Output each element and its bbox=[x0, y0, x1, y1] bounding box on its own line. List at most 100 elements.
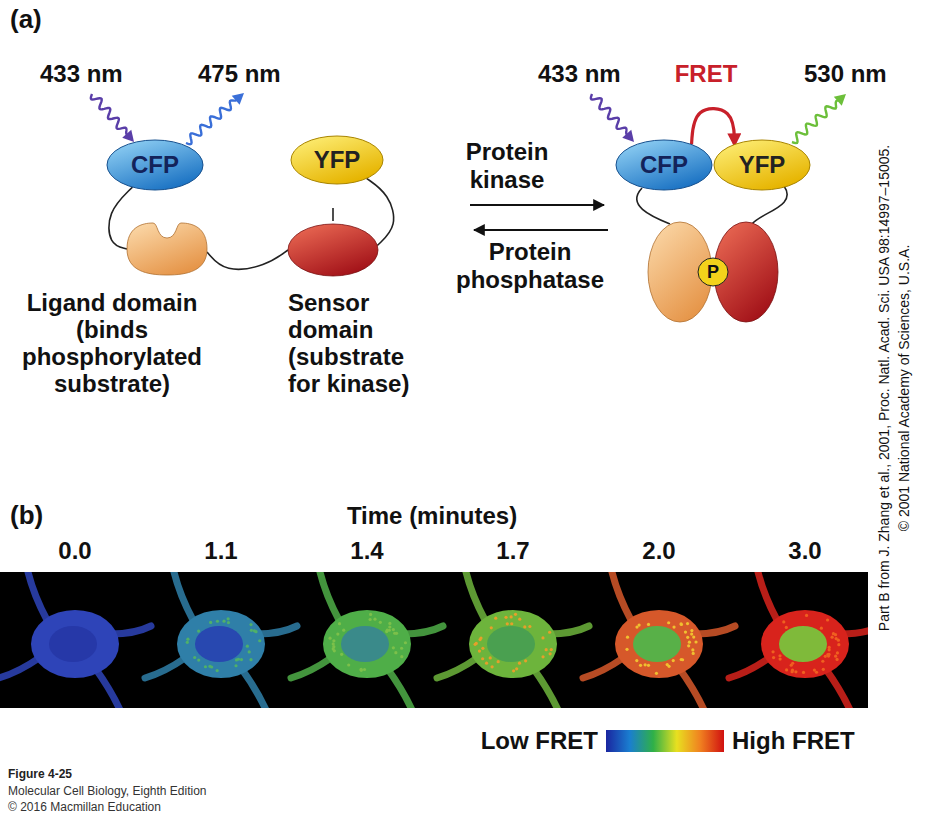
cfp-protein: CFP bbox=[106, 139, 204, 191]
phosphosite-tick bbox=[332, 208, 334, 221]
fluorescence-speck bbox=[481, 657, 484, 660]
phosphate-label: P bbox=[707, 262, 719, 282]
fluorescence-speck bbox=[832, 632, 835, 635]
fluorescence-speck bbox=[549, 652, 552, 655]
fluorescence-speck bbox=[504, 616, 507, 619]
fluorescence-speck bbox=[388, 622, 391, 625]
fluorescence-speck bbox=[216, 669, 219, 672]
ligand-domain: Ligand domain (binds phosphorylated subs… bbox=[22, 218, 202, 398]
fluorescence-speck bbox=[197, 629, 200, 632]
cell-process bbox=[319, 572, 339, 620]
fluorescence-speck bbox=[510, 622, 513, 625]
linker-line bbox=[637, 188, 670, 224]
fluorescence-speck bbox=[681, 658, 684, 661]
fluorescence-speck bbox=[541, 636, 544, 639]
fluorescence-speck bbox=[692, 635, 695, 638]
sensor-domain-group bbox=[288, 224, 378, 276]
fluorescence-speck bbox=[690, 629, 693, 632]
fluorescence-speck bbox=[379, 621, 382, 624]
fluorescence-speck bbox=[400, 647, 403, 650]
figure-caption: Figure 4-25 bbox=[8, 767, 72, 781]
fluorescence-speck bbox=[679, 622, 682, 625]
fluorescence-speck bbox=[518, 618, 521, 621]
cell-body bbox=[615, 610, 703, 678]
fluorescence-speck bbox=[248, 650, 251, 653]
fluorescence-speck bbox=[478, 650, 481, 653]
light-wave bbox=[591, 94, 628, 135]
cell-process bbox=[679, 668, 705, 708]
fluorescence-speck bbox=[686, 622, 689, 625]
source-line: © 2016 Macmillan Education bbox=[8, 800, 161, 814]
fluorescence-speck bbox=[332, 642, 335, 645]
cfp-protein: CFP bbox=[615, 139, 713, 191]
panel-letter: (a) bbox=[10, 4, 42, 35]
fluorescence-speck bbox=[237, 658, 240, 661]
light-wave bbox=[91, 94, 128, 135]
fluorescence-speck bbox=[400, 655, 403, 658]
fluorescence-speck bbox=[791, 669, 794, 672]
fluorescence-speck bbox=[394, 651, 397, 654]
fluorescence-speck bbox=[234, 664, 237, 667]
fluorescence-speck bbox=[831, 636, 834, 639]
yfp-protein-shape bbox=[291, 136, 383, 184]
ligand-domain-outline bbox=[22, 218, 202, 280]
fluorescence-speck bbox=[822, 668, 825, 671]
fluorescence-speck bbox=[336, 632, 339, 635]
fluorescence-speck bbox=[515, 667, 518, 670]
wave-arrowhead bbox=[622, 130, 634, 142]
fluorescence-speck bbox=[369, 613, 372, 616]
cell-process bbox=[403, 626, 443, 634]
fluorescence-speck bbox=[494, 617, 497, 620]
fluorescence-speck bbox=[373, 618, 376, 621]
fluorescence-speck bbox=[523, 625, 526, 628]
fluorescence-speck bbox=[828, 648, 831, 651]
fluorescence-speck bbox=[821, 660, 824, 663]
fluorescence-speck bbox=[836, 651, 839, 654]
fluorescence-speck bbox=[328, 637, 331, 640]
fluorescence-speck bbox=[227, 621, 230, 624]
fluorescence-speck bbox=[672, 625, 675, 628]
cell-process bbox=[257, 626, 297, 634]
fluorescence-speck bbox=[794, 670, 797, 673]
fluorescence-speck bbox=[635, 659, 638, 662]
fluorescence-speck bbox=[690, 632, 693, 635]
fluorescence-speck bbox=[686, 636, 689, 639]
fluorescence-speck bbox=[655, 672, 658, 675]
fluorescence-speck bbox=[497, 660, 500, 663]
fluorescence-speck bbox=[485, 662, 488, 665]
cell-body bbox=[761, 610, 849, 678]
fluorescence-speck bbox=[360, 669, 363, 672]
cell-image bbox=[291, 572, 443, 708]
fluorescence-speck bbox=[545, 648, 548, 651]
fluorescence-speck bbox=[785, 626, 788, 629]
fluorescence-speck bbox=[813, 668, 816, 671]
fluorescence-speck bbox=[644, 663, 647, 666]
cell-process bbox=[387, 668, 413, 708]
cell-process bbox=[695, 626, 735, 634]
yfp-protein-shape bbox=[714, 140, 810, 190]
fluorescence-speck bbox=[835, 658, 838, 661]
phosphate-group: P bbox=[697, 257, 729, 287]
sensor-domain: Sensor domain (substrate for kinase) bbox=[288, 220, 418, 398]
wavelength-label: 475 nm bbox=[198, 60, 281, 89]
fluorescence-speck bbox=[837, 639, 840, 642]
time-value: 1.4 bbox=[350, 537, 383, 566]
fluorescence-speck bbox=[791, 662, 794, 665]
fluorescence-speck bbox=[684, 630, 687, 633]
axis-title: Time (minutes) bbox=[347, 502, 517, 531]
wave-arrowhead bbox=[834, 94, 846, 106]
domain-label: Sensor domain (substrate for kinase) bbox=[288, 290, 418, 398]
fluorescence-speck bbox=[528, 625, 531, 628]
cell-nucleus bbox=[633, 626, 681, 662]
fluorescence-speck bbox=[510, 615, 513, 618]
fluorescence-speck bbox=[253, 629, 256, 632]
fluorescence-speck bbox=[548, 631, 551, 634]
panel-letter: (b) bbox=[10, 500, 43, 531]
fluorescence-speck bbox=[541, 655, 544, 658]
time-value: 1.7 bbox=[496, 537, 529, 566]
enzyme-label: Protein kinase bbox=[466, 138, 549, 193]
fluorescence-speck bbox=[332, 639, 335, 642]
